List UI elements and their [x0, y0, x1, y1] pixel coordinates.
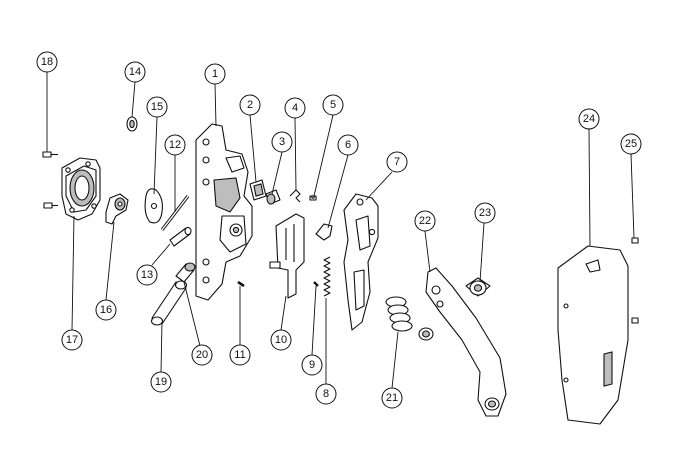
part-20-bushing — [175, 262, 196, 283]
callout-7: 7 — [386, 151, 408, 173]
part-17-housing — [61, 157, 101, 221]
part-14-ring — [126, 116, 138, 132]
callout-4: 4 — [284, 97, 306, 119]
part-25-screws — [631, 237, 639, 324]
part-11-pin — [237, 280, 245, 288]
callout-16: 16 — [95, 299, 117, 321]
callout-5-label: 5 — [330, 99, 336, 111]
part-19-cylinder — [150, 280, 188, 326]
callout-6-label: 6 — [345, 139, 351, 151]
callout-20: 20 — [191, 344, 213, 366]
part-7-frame — [343, 193, 379, 331]
callout-19: 19 — [150, 371, 172, 393]
callout-24-label: 24 — [583, 113, 595, 125]
callout-7-label: 7 — [394, 156, 400, 168]
callout-21: 21 — [381, 387, 403, 409]
part-23-roller — [465, 277, 491, 297]
callout-1: 1 — [204, 63, 226, 85]
callout-3-label: 3 — [279, 136, 285, 148]
callout-24: 24 — [578, 108, 600, 130]
callout-22: 22 — [414, 210, 436, 232]
part-4-clip — [289, 189, 301, 203]
callout-23-label: 23 — [479, 207, 491, 219]
callout-3: 3 — [271, 131, 293, 153]
callout-13-label: 13 — [141, 269, 153, 281]
callouts: 18 14 15 12 1 2 3 4 5 6 7 8 9 10 11 13 1… — [36, 51, 642, 409]
callout-22-label: 22 — [419, 215, 431, 227]
callout-6: 6 — [337, 134, 359, 156]
leader-lines — [46, 72, 635, 389]
callout-18: 18 — [36, 51, 58, 73]
callout-2: 2 — [239, 94, 261, 116]
callout-17-label: 17 — [66, 334, 78, 346]
callout-25: 25 — [620, 133, 642, 155]
callout-10: 10 — [270, 329, 292, 351]
callout-23: 23 — [474, 202, 496, 224]
callout-4-label: 4 — [292, 102, 298, 114]
callout-11: 11 — [229, 344, 251, 366]
callout-14-label: 14 — [129, 66, 141, 78]
callout-10-label: 10 — [275, 334, 287, 346]
callout-25-label: 25 — [625, 138, 637, 150]
part-13-sleeve — [169, 226, 192, 247]
part-22-bushing — [418, 327, 434, 341]
part-2-block — [249, 179, 267, 201]
callout-8: 8 — [315, 383, 337, 405]
callout-5: 5 — [322, 94, 344, 116]
callout-19-label: 19 — [155, 376, 167, 388]
part-24-cover — [557, 245, 629, 425]
callout-12-label: 12 — [169, 139, 181, 151]
part-12-pin — [160, 195, 190, 231]
part-18-screw — [42, 151, 58, 209]
callout-9-label: 9 — [309, 359, 315, 371]
callout-12: 12 — [164, 134, 186, 156]
callout-13: 13 — [136, 264, 158, 286]
callout-11-label: 11 — [234, 349, 245, 361]
callout-14: 14 — [124, 61, 146, 83]
part-16-lever — [105, 193, 129, 225]
callout-21-label: 21 — [386, 392, 398, 404]
part-10-slide — [269, 213, 305, 299]
callout-20-label: 20 — [196, 349, 208, 361]
callout-16-label: 16 — [100, 304, 112, 316]
callout-8-label: 8 — [323, 388, 329, 400]
callout-18-label: 18 — [41, 56, 53, 68]
part-3-roller — [265, 189, 281, 205]
callout-2-label: 2 — [247, 99, 253, 111]
part-8-spring — [323, 256, 331, 297]
part-6-hook — [315, 223, 333, 241]
part-22-lever — [425, 267, 507, 417]
callout-17: 17 — [61, 329, 83, 351]
callout-15: 15 — [146, 96, 168, 118]
callout-1-label: 1 — [212, 68, 218, 80]
part-1-main-plate — [195, 123, 253, 301]
parts-group — [42, 116, 639, 425]
part-9-pin — [313, 281, 319, 287]
part-15-plate — [144, 188, 163, 224]
callout-9: 9 — [301, 354, 323, 376]
callout-15-label: 15 — [151, 101, 163, 113]
part-21-coil-spring — [385, 296, 413, 332]
part-5-screw — [309, 195, 317, 201]
